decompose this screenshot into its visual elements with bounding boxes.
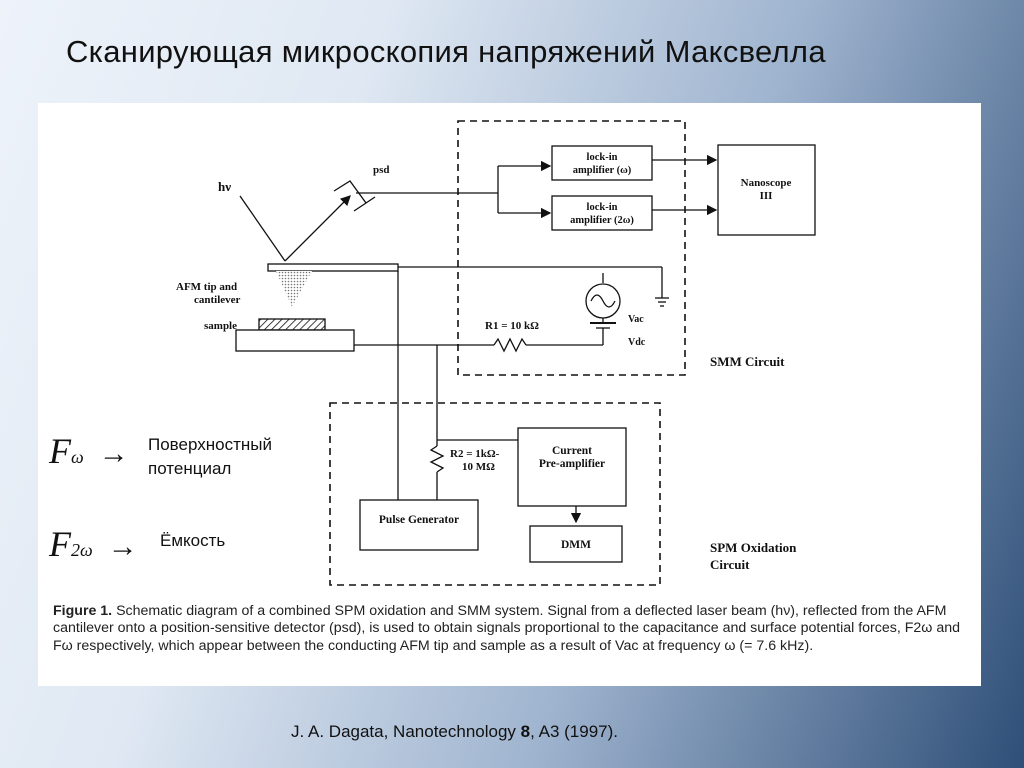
svg-text:Current: Current bbox=[552, 445, 592, 457]
lockin-amplifier-2omega bbox=[551, 195, 653, 231]
pulse-generator-box bbox=[359, 499, 479, 551]
label-sample: sample bbox=[204, 320, 237, 332]
svg-text:III: III bbox=[760, 190, 773, 202]
lockin-amplifier-omega bbox=[551, 145, 653, 181]
svg-text:10 MΩ: 10 MΩ bbox=[462, 461, 495, 473]
schematic-diagram: hν psd AFM tip and cantilever sample loc… bbox=[176, 120, 816, 586]
svg-text:Nanoscope: Nanoscope bbox=[741, 177, 792, 189]
svg-text:Pre-amplifier: Pre-amplifier bbox=[539, 458, 605, 470]
text-capacitance: Ёмкость bbox=[160, 531, 226, 550]
svg-text:Circuit: Circuit bbox=[710, 557, 750, 572]
sample-surface bbox=[258, 318, 326, 331]
sample-stage bbox=[235, 329, 355, 352]
label-afm-tip: AFM tip and bbox=[176, 281, 237, 293]
resistor-r1 bbox=[493, 337, 527, 353]
figure-panel: hν psd AFM tip and cantilever sample loc… bbox=[38, 103, 981, 686]
svg-text:lock-in: lock-in bbox=[587, 202, 618, 213]
label-psd: psd bbox=[373, 164, 390, 176]
svg-text:Pulse Generator: Pulse Generator bbox=[379, 514, 459, 526]
label-vdc: Vdc bbox=[628, 337, 646, 348]
figure-caption: Figure 1. Schematic diagram of a combine… bbox=[53, 603, 973, 655]
caption-label: Figure 1. bbox=[53, 603, 113, 619]
svg-text:amplifier (2ω): amplifier (2ω) bbox=[570, 215, 634, 226]
smm-circuit-box bbox=[457, 120, 686, 376]
svg-text:DMM: DMM bbox=[561, 539, 591, 551]
label-r2: R2 = 1kΩ- bbox=[450, 448, 500, 460]
psd-detector bbox=[333, 180, 376, 212]
formula-f-2omega: F2ω → bbox=[49, 524, 138, 564]
label-smm-circuit: SMM Circuit bbox=[710, 354, 785, 369]
formula-f-omega: Fω → bbox=[49, 431, 129, 471]
label-spm-circuit: SPM Oxidation bbox=[710, 540, 797, 555]
cantilever bbox=[267, 263, 399, 272]
label-cantilever: cantilever bbox=[194, 294, 241, 306]
afm-tip bbox=[276, 271, 312, 307]
spm-circuit-box bbox=[329, 402, 661, 586]
svg-text:amplifier (ω): amplifier (ω) bbox=[573, 165, 632, 176]
nanoscope-box bbox=[717, 144, 816, 236]
label-hv: hν bbox=[218, 179, 231, 194]
label-vac: Vac bbox=[628, 314, 644, 325]
dmm-box bbox=[529, 525, 623, 563]
caption-text: Schematic diagram of a combined SPM oxid… bbox=[53, 603, 960, 654]
resistor-r2 bbox=[429, 445, 445, 473]
label-r1: R1 = 10 kΩ bbox=[485, 320, 539, 332]
current-preamplifier-box bbox=[517, 427, 627, 507]
svg-text:lock-in: lock-in bbox=[587, 152, 618, 163]
citation: J. A. Dagata, Nanotechnology 8, A3 (1997… bbox=[291, 722, 619, 741]
text-surface-potential: Поверхностный потенциал bbox=[148, 435, 272, 478]
slide-title: Сканирующая микроскопия напряжений Максв… bbox=[66, 34, 826, 69]
